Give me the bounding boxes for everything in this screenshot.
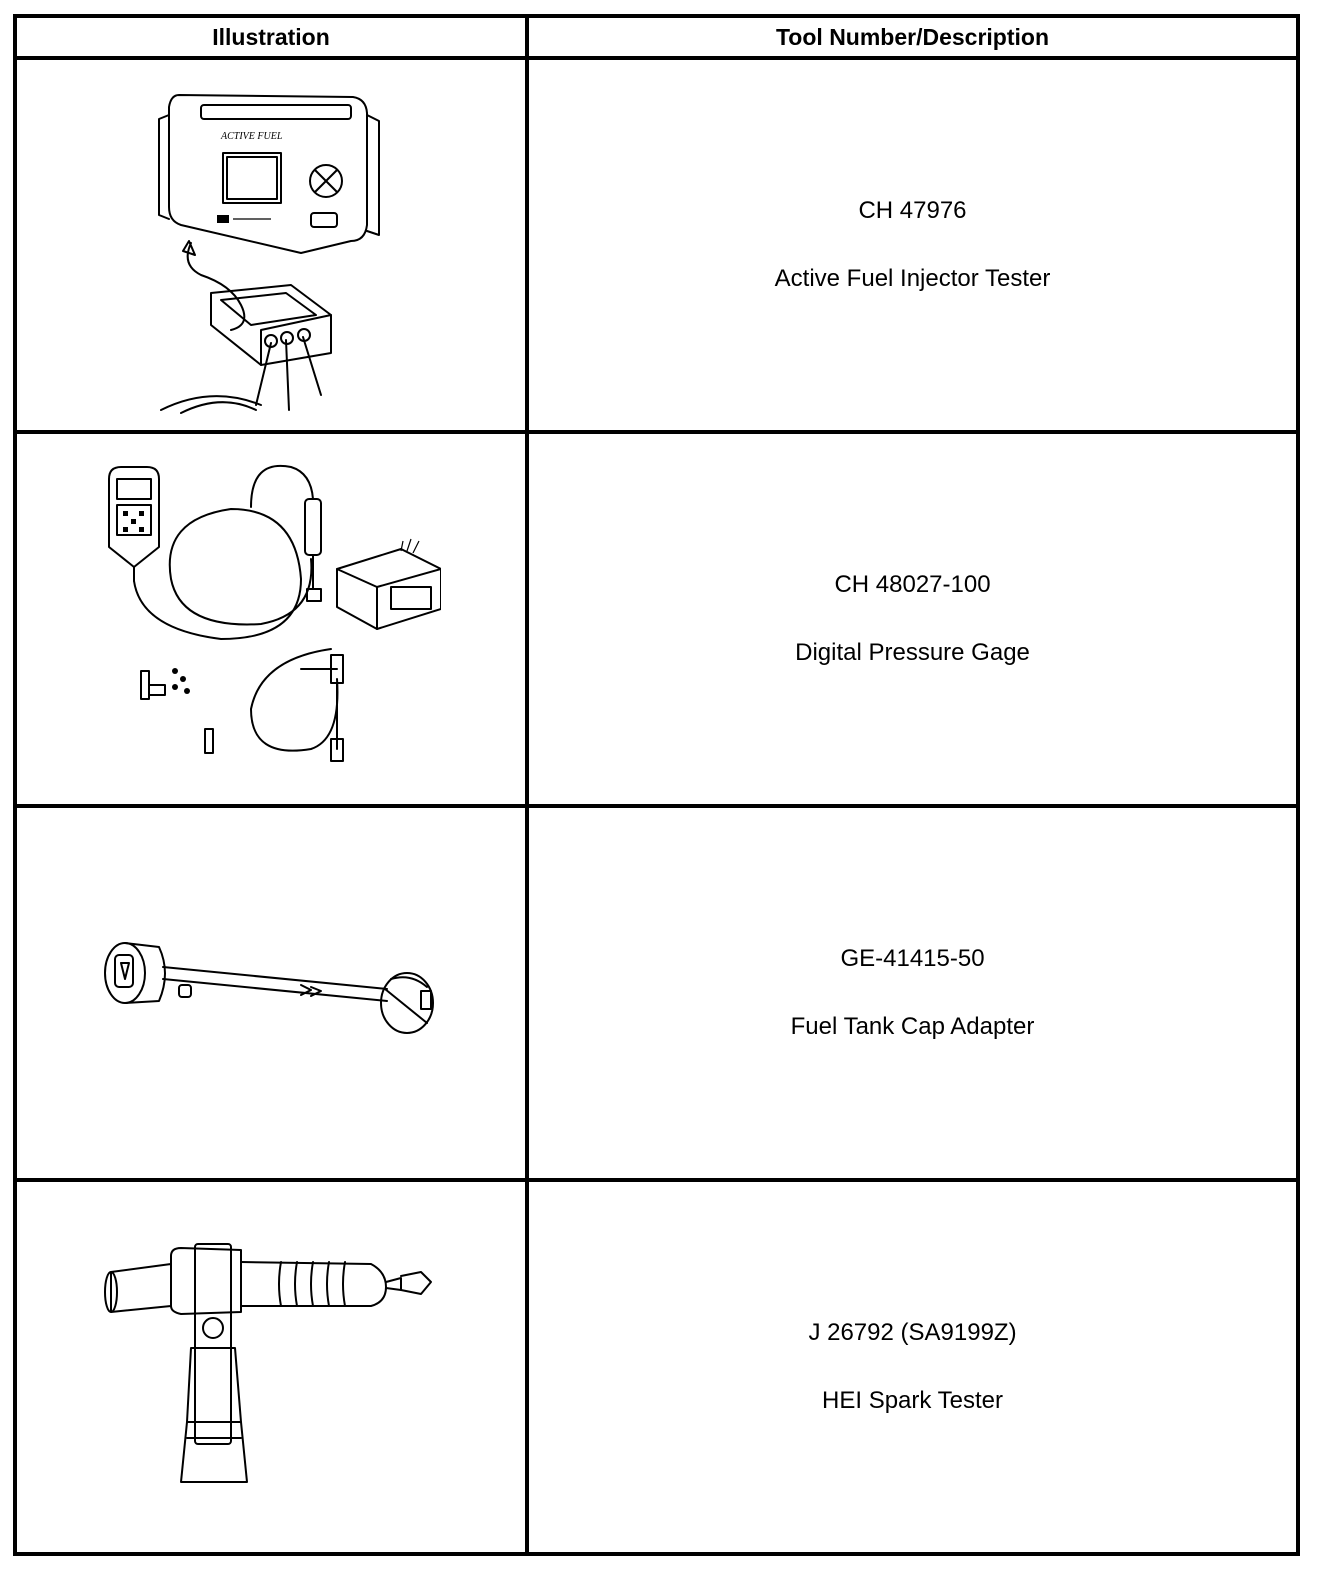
illustration-cell: ACTIVE FUEL xyxy=(13,56,529,434)
spark-tester-icon xyxy=(104,1243,432,1483)
tool-number: GE-41415-50 xyxy=(840,945,985,972)
table-row: J 26792 (SA9199Z) HEI Spark Tester xyxy=(13,1178,1300,1556)
table-row: ACTIVE FUEL xyxy=(13,56,1300,434)
tool-number: CH 48027-100 xyxy=(834,571,991,598)
illustration-cell xyxy=(13,430,529,808)
tool-number: CH 47976 xyxy=(858,197,967,224)
special-tools-table: Illustration Tool Number/Description xyxy=(13,14,1300,1556)
tool-number: J 26792 (SA9199Z) xyxy=(808,1319,1017,1346)
pressure-gage-kit-icon xyxy=(108,464,441,762)
illustration-cell xyxy=(13,1178,529,1556)
tool-description: Digital Pressure Gage xyxy=(795,639,1030,666)
tool-description: Fuel Tank Cap Adapter xyxy=(790,1013,1035,1040)
tool-description: HEI Spark Tester xyxy=(822,1387,1003,1414)
tool-description-cell: J 26792 (SA9199Z) HEI Spark Tester xyxy=(525,1178,1300,1556)
header-illustration: Illustration xyxy=(13,14,529,60)
fuel-tank-cap-adapter-icon xyxy=(104,942,434,1034)
svg-text:ACTIVE FUEL: ACTIVE FUEL xyxy=(220,131,283,142)
table-row: GE-41415-50 Fuel Tank Cap Adapter xyxy=(13,804,1300,1182)
tool-description: Active Fuel Injector Tester xyxy=(774,265,1051,292)
header-tool-number-description: Tool Number/Description xyxy=(525,14,1300,60)
tool-description-cell: GE-41415-50 Fuel Tank Cap Adapter xyxy=(525,804,1300,1182)
tool-description-cell: CH 47976 Active Fuel Injector Tester xyxy=(525,56,1300,434)
tool-description-cell: CH 48027-100 Digital Pressure Gage xyxy=(525,430,1300,808)
table-row: CH 48027-100 Digital Pressure Gage xyxy=(13,430,1300,808)
illustration-cell xyxy=(13,804,529,1182)
fuel-injector-tester-icon: ACTIVE FUEL xyxy=(158,94,380,414)
header-row: Illustration Tool Number/Description xyxy=(13,14,1300,60)
